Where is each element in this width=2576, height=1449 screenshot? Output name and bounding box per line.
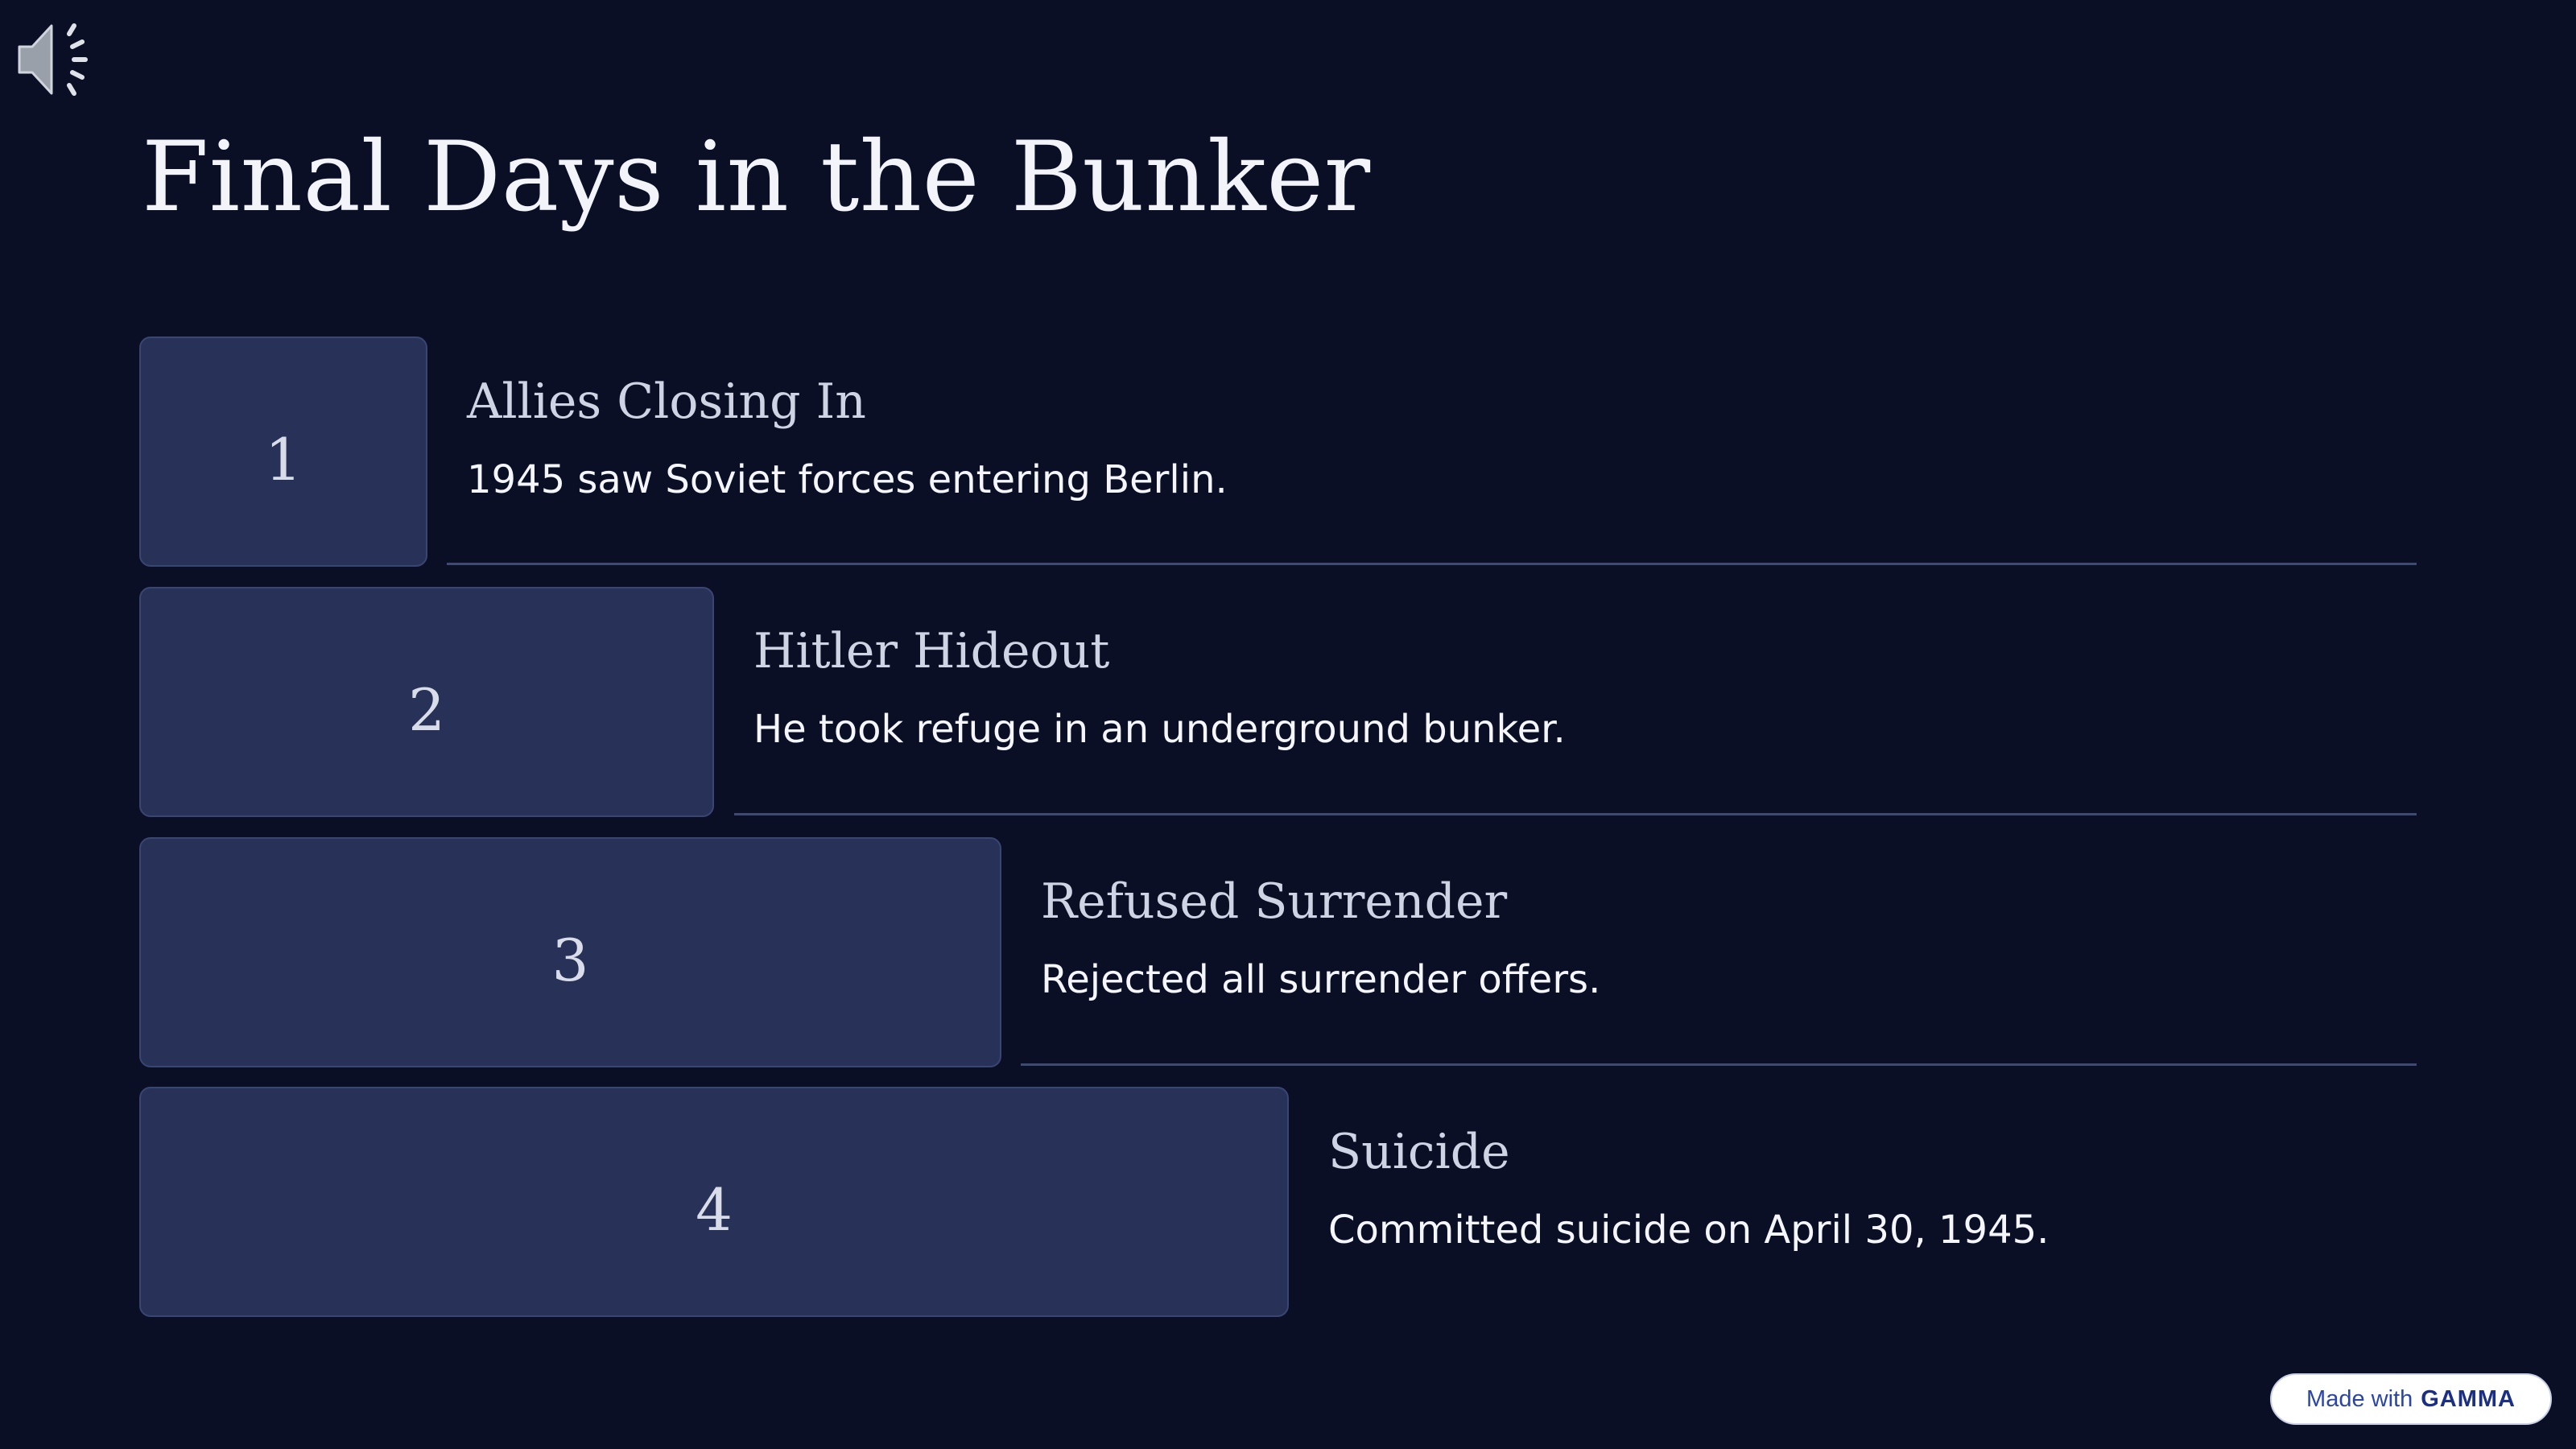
step-description: 1945 saw Soviet forces entering Berlin. [467, 457, 1228, 502]
made-with-gamma-badge[interactable]: Made with GAMMA [2270, 1373, 2552, 1425]
step-item: Hitler Hideout He took refuge in an unde… [753, 625, 1566, 751]
step-description: He took refuge in an underground bunker. [753, 707, 1566, 752]
speaker-volume-icon [18, 23, 88, 96]
gamma-logo: GAMMA [2421, 1385, 2516, 1412]
step-heading: Hitler Hideout [753, 623, 1110, 679]
step-divider [734, 813, 2417, 815]
step-heading: Suicide [1328, 1124, 1510, 1180]
step-divider [447, 563, 2417, 565]
step-description: Committed suicide on April 30, 1945. [1328, 1208, 2050, 1253]
step-divider [1021, 1063, 2417, 1066]
page-title: Final Days in the Bunker [142, 122, 1371, 233]
step-number-box: 2 [139, 587, 714, 817]
step-number-box: 1 [139, 336, 427, 567]
step-number: 4 [696, 1176, 733, 1244]
step-heading: Allies Closing In [467, 374, 866, 430]
step-number: 3 [551, 927, 589, 994]
audio-button[interactable] [16, 18, 100, 101]
badge-prefix: Made with [2306, 1385, 2413, 1412]
step-heading: Refused Surrender [1041, 873, 1508, 930]
step-item: Allies Closing In 1945 saw Soviet forces… [467, 375, 1228, 502]
step-item: Refused Surrender Rejected all surrender… [1041, 875, 1600, 1001]
step-number: 2 [408, 676, 445, 744]
step-description: Rejected all surrender offers. [1041, 957, 1601, 1002]
step-number-box: 3 [139, 837, 1001, 1067]
step-item: Suicide Committed suicide on April 30, 1… [1328, 1125, 2049, 1252]
step-number: 1 [265, 426, 302, 493]
step-number-box: 4 [139, 1087, 1289, 1317]
